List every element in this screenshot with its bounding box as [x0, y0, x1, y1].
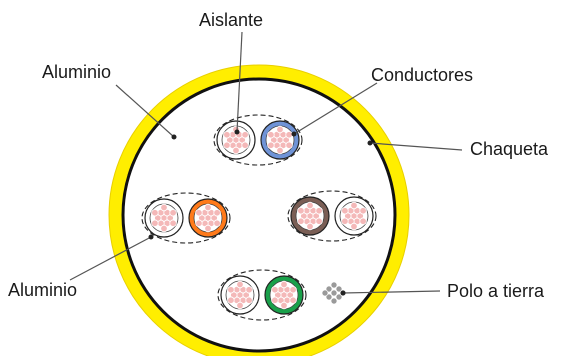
copper-strand	[280, 280, 288, 289]
leader-chaqueta	[369, 142, 463, 151]
leader-dots	[148, 129, 373, 296]
leader-conductores	[293, 82, 378, 135]
conductor	[144, 198, 184, 238]
conductor	[264, 275, 304, 315]
copper-strand	[271, 296, 279, 304]
copper-strand	[169, 209, 177, 217]
copper-strand	[267, 131, 275, 139]
conductor	[334, 196, 374, 236]
copper-strand	[227, 286, 235, 294]
conductor	[188, 198, 228, 238]
copper-strand	[315, 207, 323, 215]
copper-strand	[267, 141, 275, 149]
leader-dot-aluminio-top	[171, 134, 177, 140]
copper-strand	[289, 296, 297, 304]
copper-strand	[160, 203, 168, 212]
twisted-pairs	[141, 114, 377, 321]
ground-strand	[325, 285, 333, 293]
copper-strand	[160, 224, 168, 233]
pair-dashed-outline	[287, 190, 377, 242]
leader-dot-chaqueta	[367, 140, 373, 146]
leader-lines	[69, 31, 463, 294]
conductor	[260, 120, 300, 160]
copper-strand	[306, 201, 314, 210]
copper-strand	[285, 131, 293, 139]
label-aislante: Aislante	[199, 10, 263, 30]
copper-strand	[359, 217, 367, 225]
copper-strand	[241, 141, 249, 149]
pair-top	[213, 114, 303, 166]
copper-strand	[289, 286, 297, 294]
copper-strand	[245, 286, 253, 294]
copper-strand	[359, 207, 367, 215]
label-chaqueta: Chaqueta	[470, 139, 549, 159]
copper-strand	[223, 141, 231, 149]
copper-strand	[350, 222, 358, 231]
pair-bottom	[217, 269, 307, 321]
conductor	[216, 120, 256, 160]
pair-dashed-outline	[213, 114, 303, 166]
label-aluminio-top: Aluminio	[42, 62, 111, 82]
copper-strand	[169, 219, 177, 227]
copper-strand	[236, 301, 244, 310]
copper-strand	[297, 217, 305, 225]
label-polo-tierra: Polo a tierra	[447, 281, 545, 301]
copper-strand	[315, 217, 323, 225]
copper-strand	[341, 217, 349, 225]
ground-strand	[335, 285, 343, 293]
copper-strand	[223, 131, 231, 139]
aluminum-shield-ring	[121, 77, 397, 353]
copper-strand	[341, 207, 349, 215]
copper-strand	[195, 219, 203, 227]
ground-strand	[321, 289, 329, 297]
pair-dashed-outline	[141, 192, 231, 244]
copper-strand	[204, 224, 212, 233]
copper-strand	[276, 146, 284, 155]
copper-strand	[213, 219, 221, 227]
copper-strand	[350, 201, 358, 210]
leader-dot-aislante	[234, 129, 240, 135]
leader-dot-polo-tierra	[340, 290, 346, 296]
copper-strand	[297, 207, 305, 215]
ground-strand	[330, 289, 338, 297]
copper-strand	[271, 286, 279, 294]
copper-strand	[306, 222, 314, 231]
copper-strand	[204, 203, 212, 212]
copper-strand	[276, 125, 284, 134]
label-conductores: Conductores	[371, 65, 473, 85]
leader-aluminio-top	[115, 84, 175, 138]
copper-strand	[151, 209, 159, 217]
pair-left	[141, 192, 231, 244]
copper-strand	[285, 141, 293, 149]
conductor	[220, 275, 260, 315]
ground-strand	[335, 293, 343, 301]
ground-strand	[330, 297, 338, 305]
leader-dot-aluminio-bottom	[148, 234, 154, 240]
leader-aislante	[236, 31, 243, 133]
conductor	[290, 196, 330, 236]
ground-strand	[325, 293, 333, 301]
copper-strand	[151, 219, 159, 227]
copper-strand	[213, 209, 221, 217]
pair-dashed-outline	[217, 269, 307, 321]
pair-right	[287, 190, 377, 242]
leader-aluminio-bottom	[69, 236, 152, 281]
copper-strand	[227, 296, 235, 304]
copper-strand	[280, 301, 288, 310]
leader-polo-tierra	[342, 290, 441, 294]
copper-strand	[195, 209, 203, 217]
leader-dot-conductores	[291, 131, 297, 137]
ground-strand	[330, 281, 338, 289]
copper-strand	[241, 131, 249, 139]
label-aluminio-bottom: Aluminio	[8, 280, 77, 300]
copper-strand	[236, 280, 244, 289]
copper-strand	[245, 296, 253, 304]
copper-strand	[232, 146, 240, 155]
